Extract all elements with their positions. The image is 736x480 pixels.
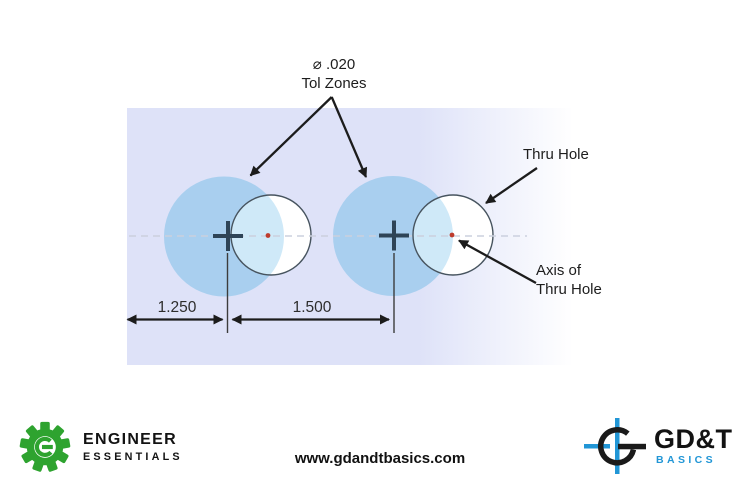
thru-hole-arrow <box>485 167 538 204</box>
gdt-basics-name: GD&T <box>654 424 733 454</box>
engineer-essentials-sub: ESSENTIALS <box>83 451 183 463</box>
tol-zone-diameter-text: ⌀ .020 <box>312 56 356 73</box>
true-position-cross-2 <box>379 220 409 251</box>
engineer-essentials-name: ENGINEER <box>83 431 177 448</box>
axis-callout: Axis of Thru Hole <box>536 261 602 299</box>
axis-callout-line2: Thru Hole <box>536 281 602 298</box>
axis-arrow <box>458 239 537 285</box>
thru-hole-callout: Thru Hole <box>523 146 589 163</box>
true-position-cross-1 <box>213 221 243 251</box>
gdt-mark-icon <box>584 418 646 474</box>
tol-zone-arrow-left <box>249 96 333 177</box>
website-url: www.gdandtbasics.com <box>294 450 466 467</box>
tol-zone-arrow-right <box>330 96 368 178</box>
gdt-basics-logo: GD&T BASICS <box>582 415 733 477</box>
tol-zone-callout: ⌀ .020 Tol Zones <box>264 55 404 93</box>
gear-icon <box>19 421 71 472</box>
tol-zone-label-text: Tol Zones <box>301 75 367 92</box>
axis-callout-line1: Axis of <box>536 262 582 279</box>
dimension-value-2: 1.500 <box>292 299 332 316</box>
hole-axis-dot-2 <box>449 232 455 238</box>
gdt-basics-sub: BASICS <box>656 454 717 466</box>
engineer-essentials-logo: ENGINEER ESSENTIALS <box>19 417 183 477</box>
thru-hole-1 <box>230 194 312 276</box>
dimension-value-1: 1.250 <box>157 299 197 316</box>
hole-axis-dot-1 <box>265 233 271 238</box>
